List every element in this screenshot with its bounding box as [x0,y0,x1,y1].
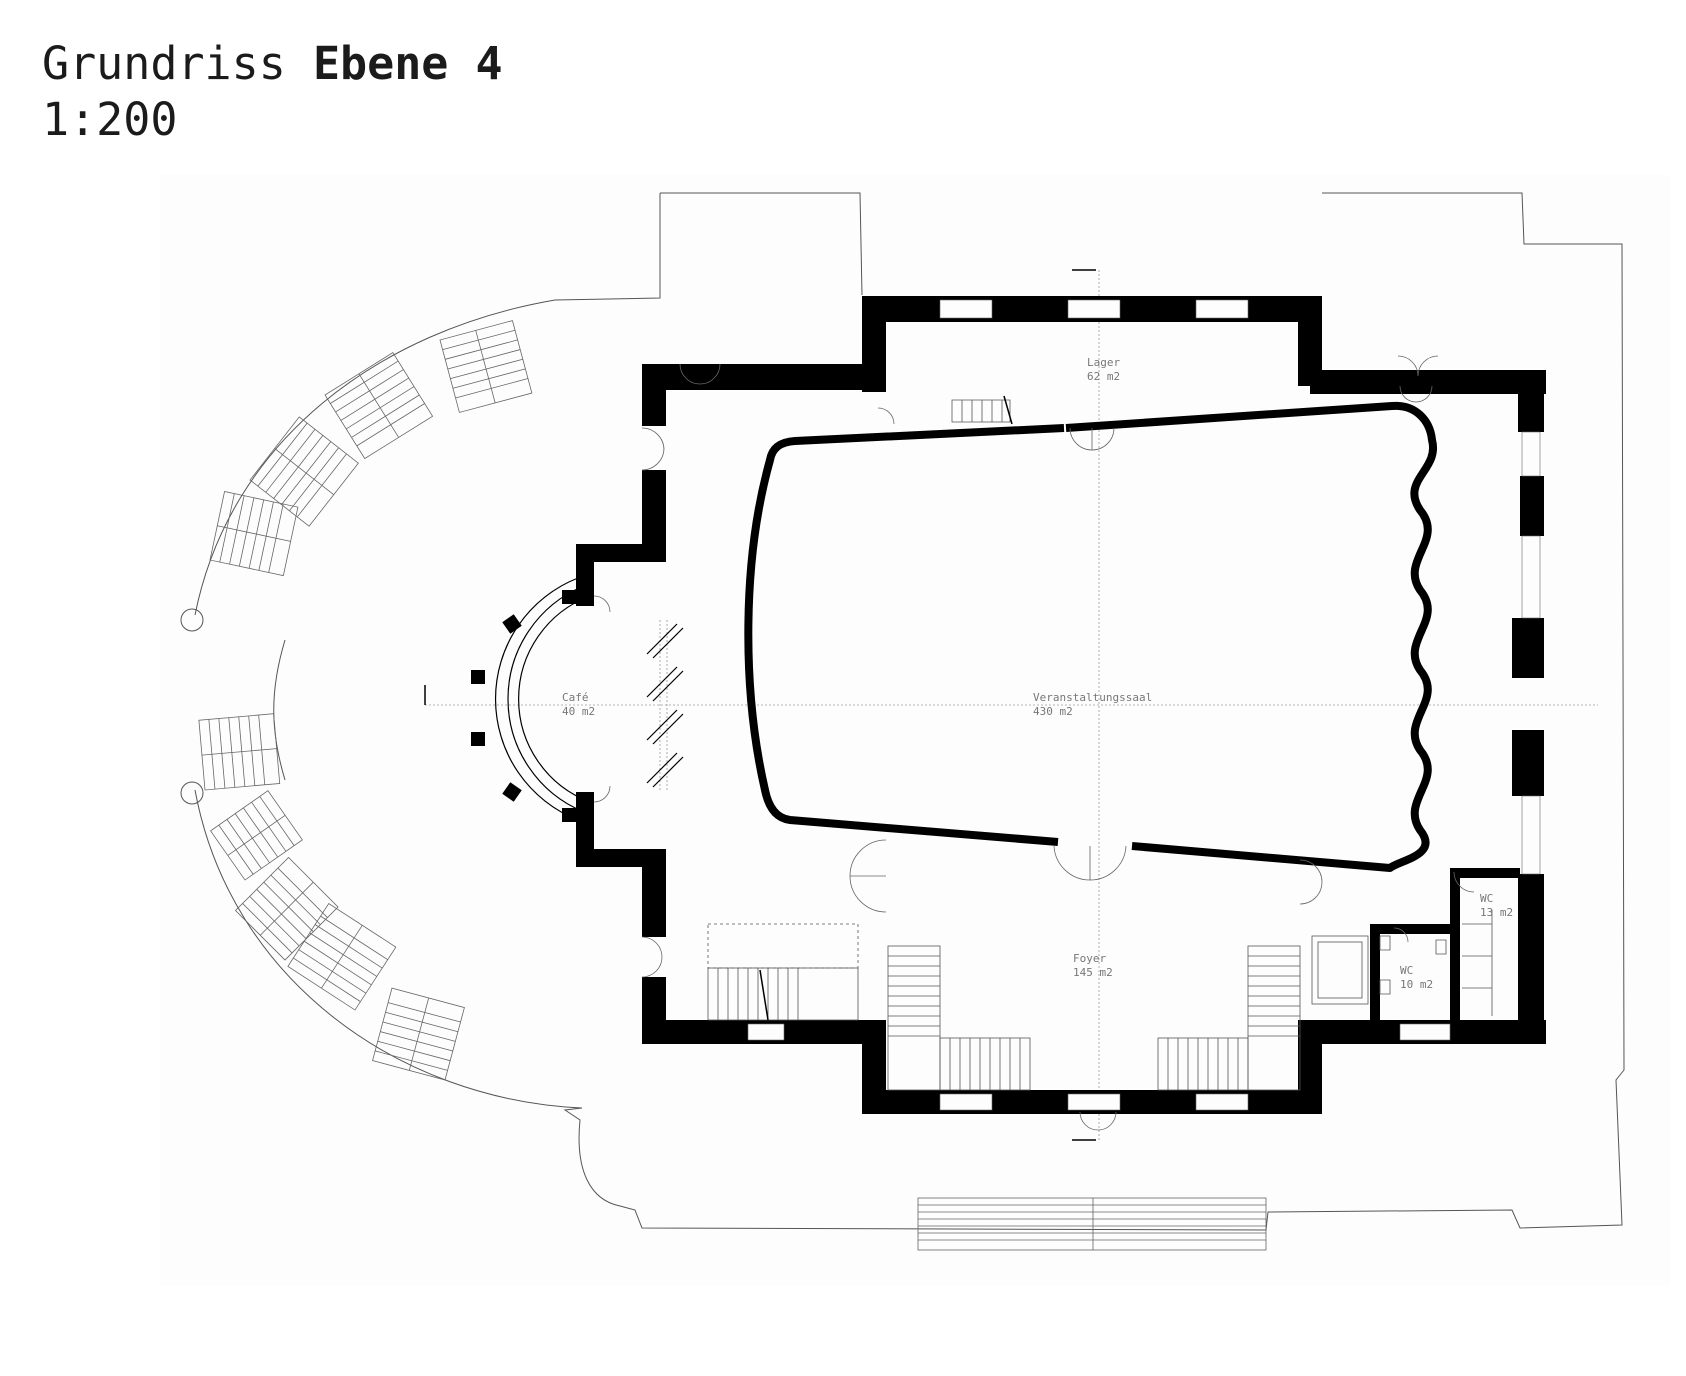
room-name-cafe: Café [562,691,589,704]
room-name-lager: Lager [1087,356,1120,369]
cafe-columns [471,590,576,822]
room-labels: Lager 62 m2 Café 40 m2 Veranstaltungssaa… [562,356,1513,991]
plan-title-level: Ebene 4 [312,37,503,90]
room-area-lager: 62 m2 [1087,370,1120,383]
room-area-foyer: 145 m2 [1073,966,1113,979]
plan-title-prefix: Grundriss [42,37,286,90]
glass-partitions [646,623,684,788]
room-area-cafe: 40 m2 [562,705,595,718]
axis-lines [425,270,1598,1140]
room-name-foyer: Foyer [1073,952,1106,965]
room-name-wc-1: WC [1480,892,1493,905]
hall-outline [744,401,1438,872]
entrance-steps [917,1197,1267,1251]
room-name-saal: Veranstaltungssaal [1033,691,1152,704]
fixtures [1311,910,1493,1016]
section-markers [424,269,1096,1141]
plan-title: Grundriss Ebene 4 [42,36,503,92]
windows [747,299,1541,1111]
plan-scale: 1:200 [42,93,178,146]
room-name-wc-2: WC [1400,964,1413,977]
plan-background [160,175,1670,1285]
cafe-apse [495,577,591,821]
room-area-saal: 430 m2 [1033,705,1073,718]
exterior-stairs [198,320,533,1081]
doors [593,355,1475,1131]
interior-stairs [707,395,1301,1091]
room-area-wc-1: 13 m2 [1480,906,1513,919]
title-block: Grundriss Ebene 4 1:200 [42,36,503,148]
site-outline [180,192,1625,1231]
room-area-wc-2: 10 m2 [1400,978,1433,991]
